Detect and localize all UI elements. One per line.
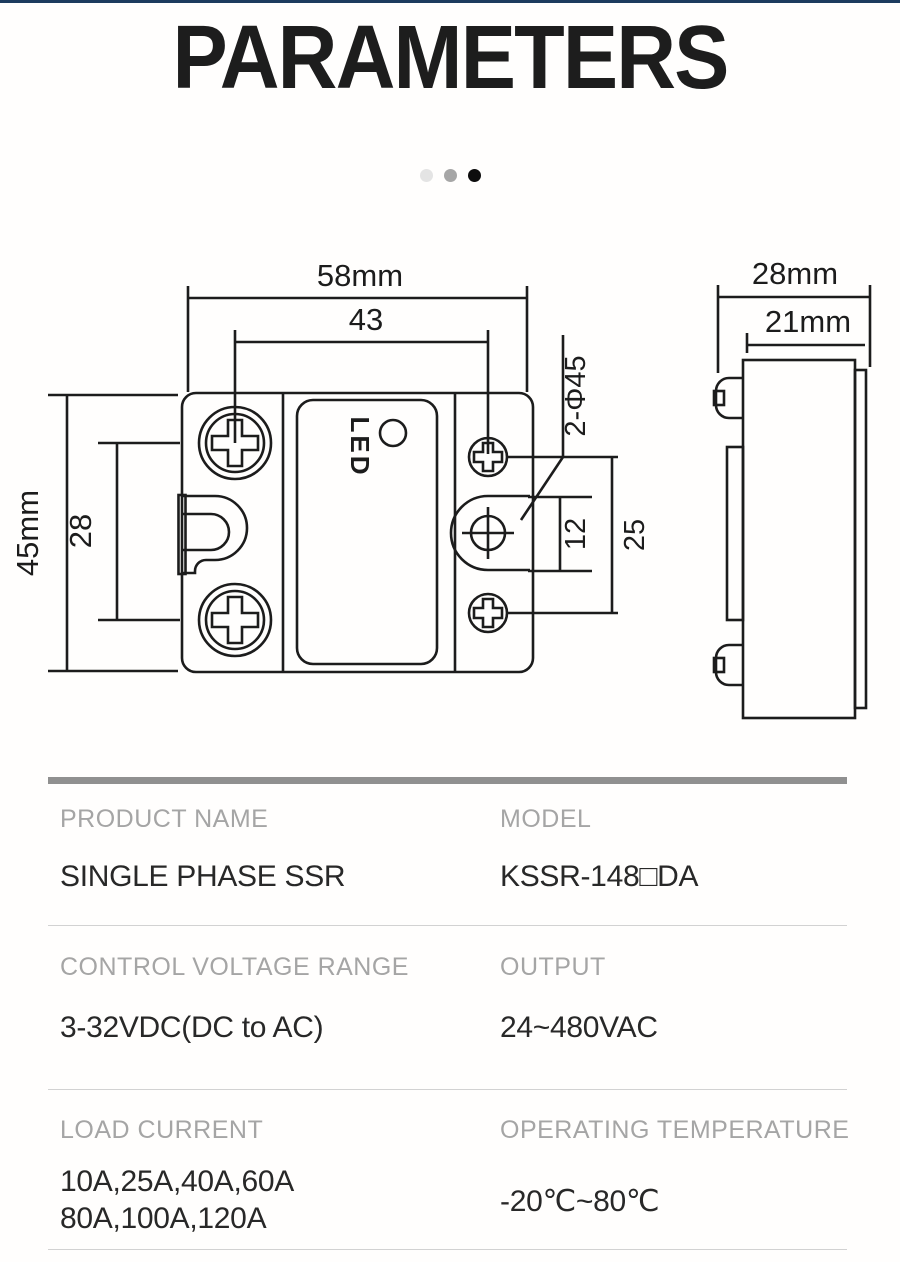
dim-screw-pitch: 28 <box>63 441 180 622</box>
side-mount-tab <box>725 445 745 622</box>
spec-label-load-current: LOAD CURRENT <box>60 1116 264 1144</box>
spec-label-operating-temperature: OPERATING TEMPERATURE <box>500 1116 850 1144</box>
led-indicator-circle <box>378 418 408 448</box>
side-clip-top <box>712 389 726 407</box>
spec-value-load-current: 10A,25A,40A,60A 80A,100A,120A <box>60 1163 294 1237</box>
dim-terminal-pitch: 25 <box>610 457 651 613</box>
spec-label-model: MODEL <box>500 805 592 833</box>
mounting-notch-outer <box>183 494 249 575</box>
dim-body-depth: 21mm <box>745 304 865 353</box>
spec-label-product-name: PRODUCT NAME <box>60 805 269 833</box>
dimension-drawing: LED <box>10 256 872 720</box>
dim-front-width-label: 58mm <box>317 258 403 293</box>
dim-body-depth-label: 21mm <box>765 304 851 339</box>
side-view: 28mm 21mm <box>712 256 872 720</box>
spec-value-operating-temperature: -20℃~80℃ <box>500 1185 660 1218</box>
row-divider-1 <box>48 925 847 926</box>
dim-depth: 28mm <box>716 256 872 373</box>
dim-terminal-pitch-label: 25 <box>619 519 651 551</box>
dim-hole-pitch-label: 43 <box>349 302 383 337</box>
dim-slot: 12 <box>528 495 592 573</box>
side-body-outline <box>741 358 857 720</box>
spec-label-output: OUTPUT <box>500 953 606 981</box>
center-panel <box>295 398 439 666</box>
side-terminal-bump-bottom <box>714 643 743 687</box>
spec-label-control-voltage: CONTROL VOLTAGE RANGE <box>60 953 409 981</box>
dim-screw-pitch-label: 28 <box>63 514 98 548</box>
spec-value-model: KSSR-148□DA <box>500 860 699 893</box>
notch-mask <box>177 493 187 576</box>
dim-slot-label: 12 <box>560 518 592 550</box>
top-accent-bar <box>0 0 900 3</box>
row-divider-3 <box>48 1249 847 1250</box>
dim-hole-pitch: 43 <box>233 302 490 454</box>
dim-height: 45mm <box>10 393 178 673</box>
load-current-line-1: 10A,25A,40A,60A <box>60 1165 295 1198</box>
carousel-dots <box>0 169 900 182</box>
mounting-screw-bottom <box>197 582 273 658</box>
terminal-slot-middle <box>449 494 530 572</box>
spec-value-product-name: SINGLE PHASE SSR <box>60 860 346 893</box>
side-terminal-bump-top <box>714 376 743 420</box>
front-view: LED <box>10 258 651 674</box>
terminal-screw-bottom <box>467 592 509 634</box>
load-current-line-2: 80A,100A,120A <box>60 1202 267 1235</box>
dim-depth-label: 28mm <box>752 256 838 291</box>
dim-height-label: 45mm <box>10 490 45 576</box>
page-title: PARAMETERS <box>172 8 729 108</box>
dim-front-width: 58mm <box>186 258 529 392</box>
section-divider-thick <box>48 777 847 784</box>
mounting-notch-inner <box>183 512 231 552</box>
carousel-dot-active[interactable] <box>467 169 481 182</box>
side-fin <box>853 368 868 710</box>
dim-holes-label: 2-Φ45 <box>560 355 592 436</box>
led-label: LED <box>345 417 375 478</box>
side-clip-bottom <box>712 656 726 674</box>
spec-value-output: 24~480VAC <box>500 1011 658 1044</box>
dim-holes: 2-Φ45 <box>519 335 592 521</box>
carousel-dot-1[interactable] <box>419 169 433 182</box>
row-divider-2 <box>48 1089 847 1090</box>
relay-body-outline <box>180 391 535 674</box>
spec-value-control-voltage: 3-32VDC(DC to AC) <box>60 1011 324 1044</box>
carousel-dot-2[interactable] <box>443 169 457 182</box>
